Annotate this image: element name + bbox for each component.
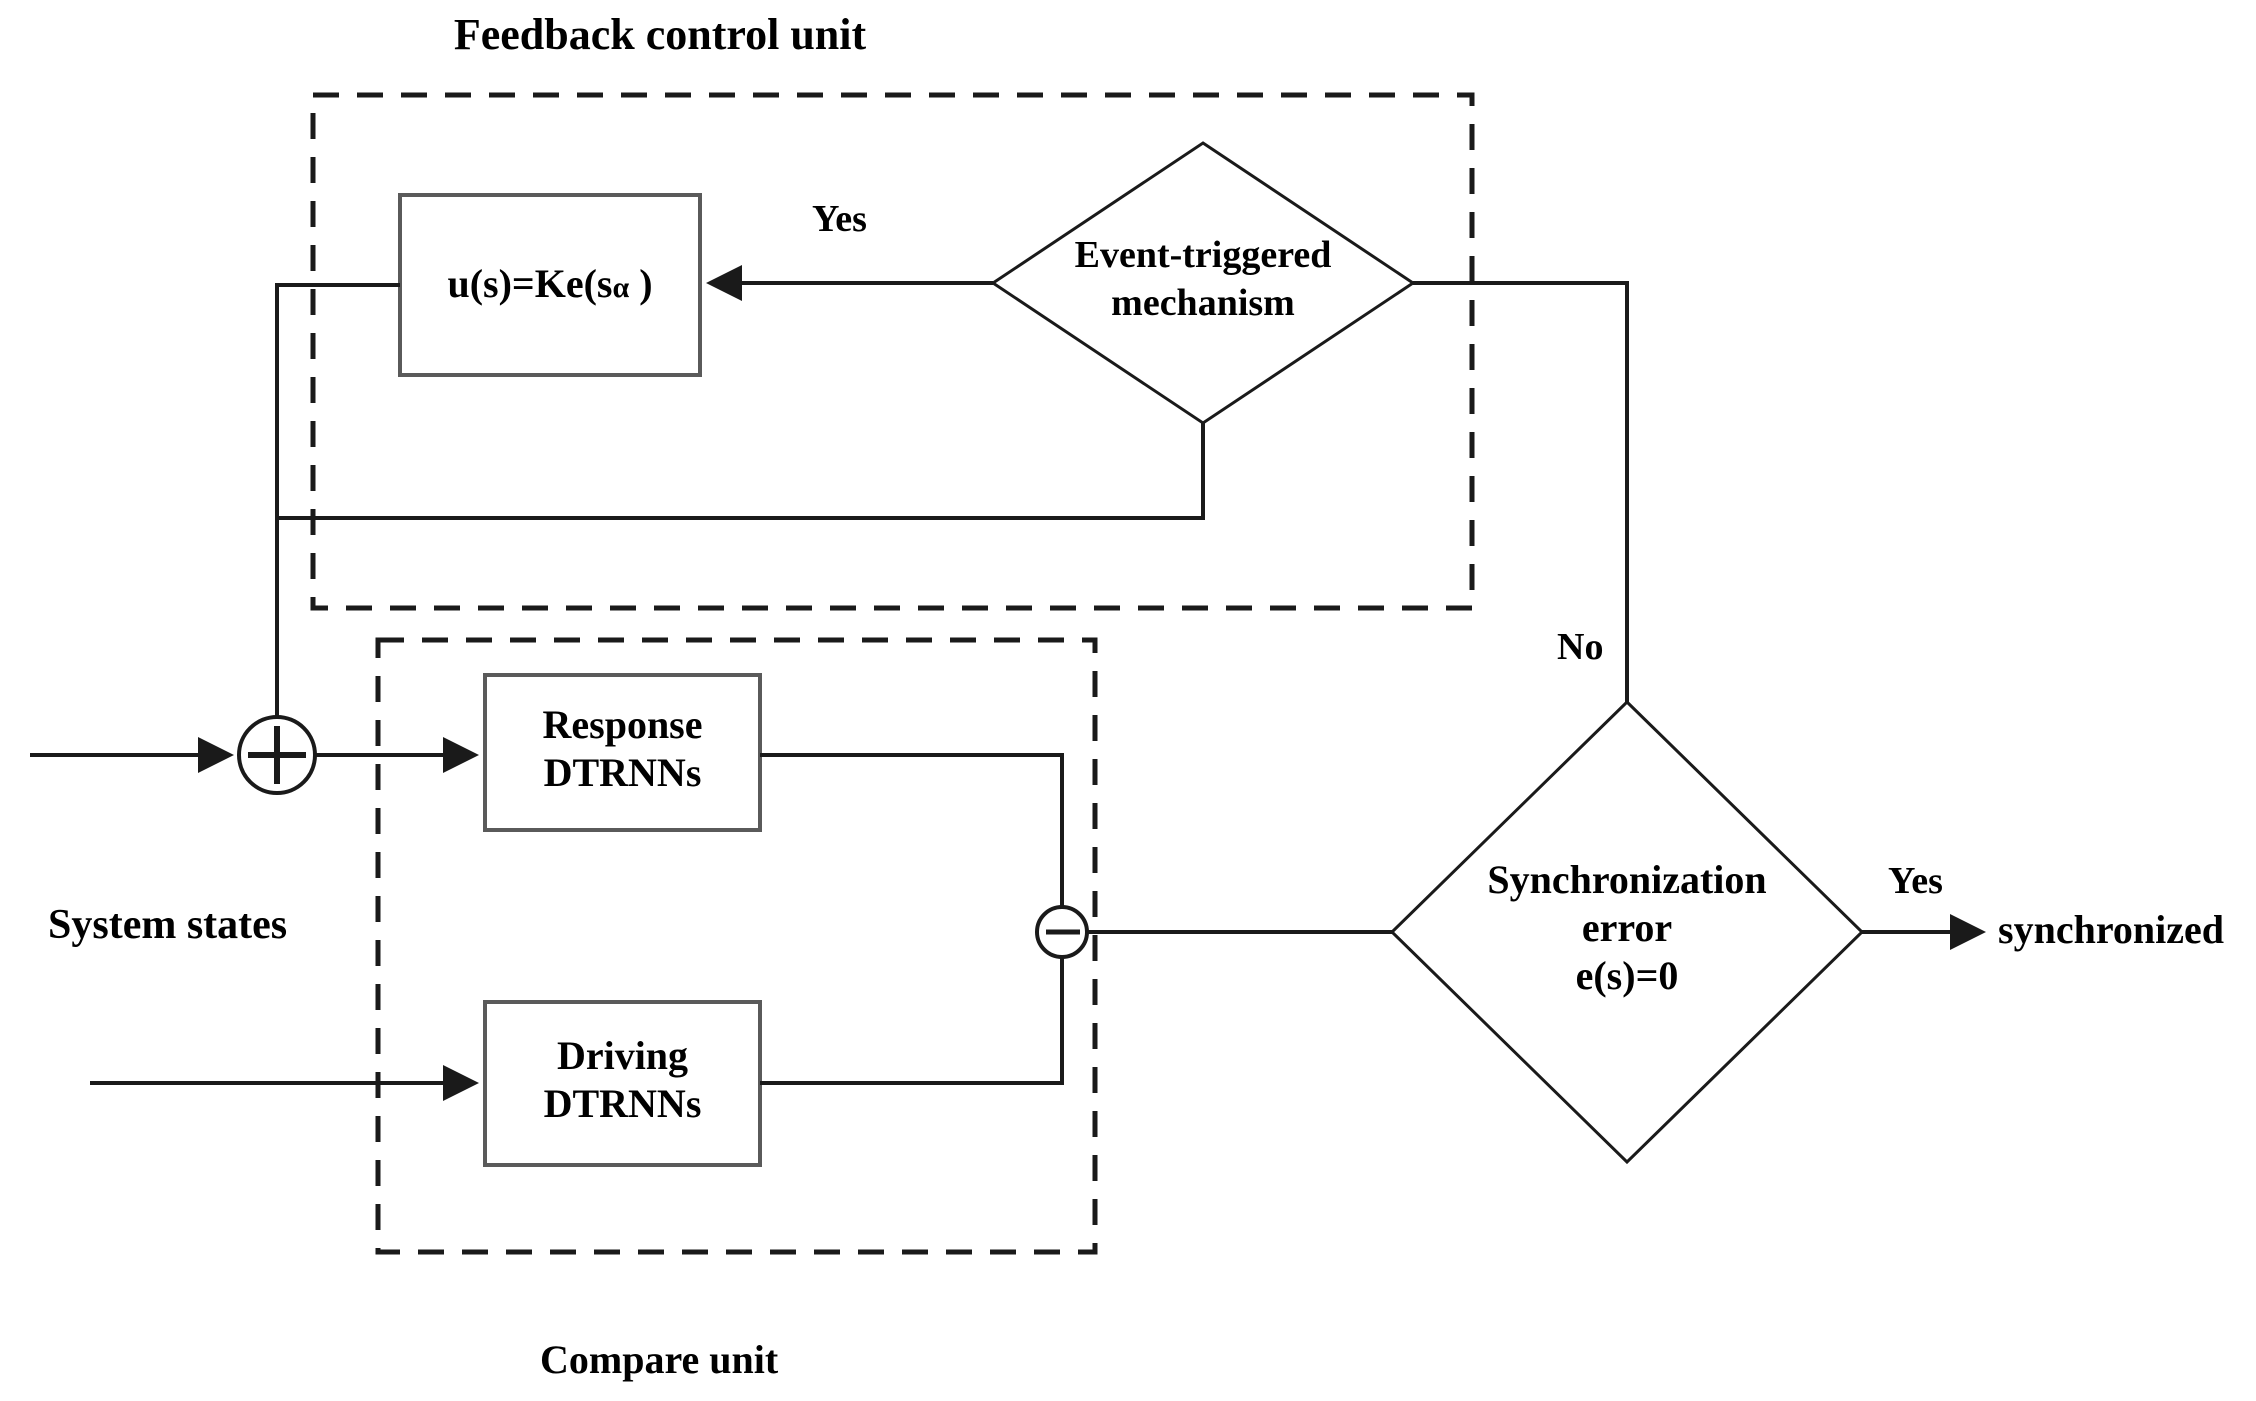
compare-unit-boundary (375, 637, 1098, 1255)
feedback-control-unit-boundary (310, 92, 1475, 611)
edge-driving-to-difference (760, 957, 1064, 1085)
response-block-label-line2: DTRNNs (543, 750, 702, 795)
edge-event-bottom-return (277, 423, 1205, 520)
response-dtrnns-block (483, 673, 762, 832)
sync-diamond-label-line2: error (1581, 905, 1673, 950)
event-diamond-label-line1: Event-triggered (1074, 234, 1332, 276)
synchronized-terminal-label: synchronized (1998, 907, 2224, 952)
edge-label-no: No (1557, 626, 1604, 668)
edge-event-to-sync-no (1413, 281, 1629, 702)
edge-label-yes-output: Yes (1888, 860, 1943, 902)
controller-expression-suffix: ) (629, 261, 653, 306)
driving-block-label-line2: DTRNNs (543, 1081, 702, 1126)
response-block-label-line1: Response (542, 702, 703, 747)
event-diamond-label-line2: mechanism (1111, 282, 1295, 324)
controller-expression-prefix: u(s)=Ke(s (447, 261, 613, 306)
controller-expression: u(s)=Ke(sα ) (400, 261, 700, 307)
sync-diamond-label-line3: e(s)=0 (1575, 953, 1679, 998)
compare-unit-caption: Compare unit (540, 1337, 779, 1382)
controller-expression-subscript: α (612, 271, 630, 304)
system-states-label: System states (48, 902, 288, 948)
edge-label-yes-feedback: Yes (812, 198, 867, 240)
synchronization-error-diamond (1389, 699, 1865, 1165)
controller-block (398, 193, 702, 377)
page-title: Feedback control unit (453, 10, 867, 59)
sync-diamond-label-line1: Synchronization (1487, 857, 1767, 902)
driving-block-label-line1: Driving (556, 1033, 689, 1078)
edge-response-to-difference (760, 753, 1064, 907)
edge-controller-to-sum (275, 283, 400, 717)
